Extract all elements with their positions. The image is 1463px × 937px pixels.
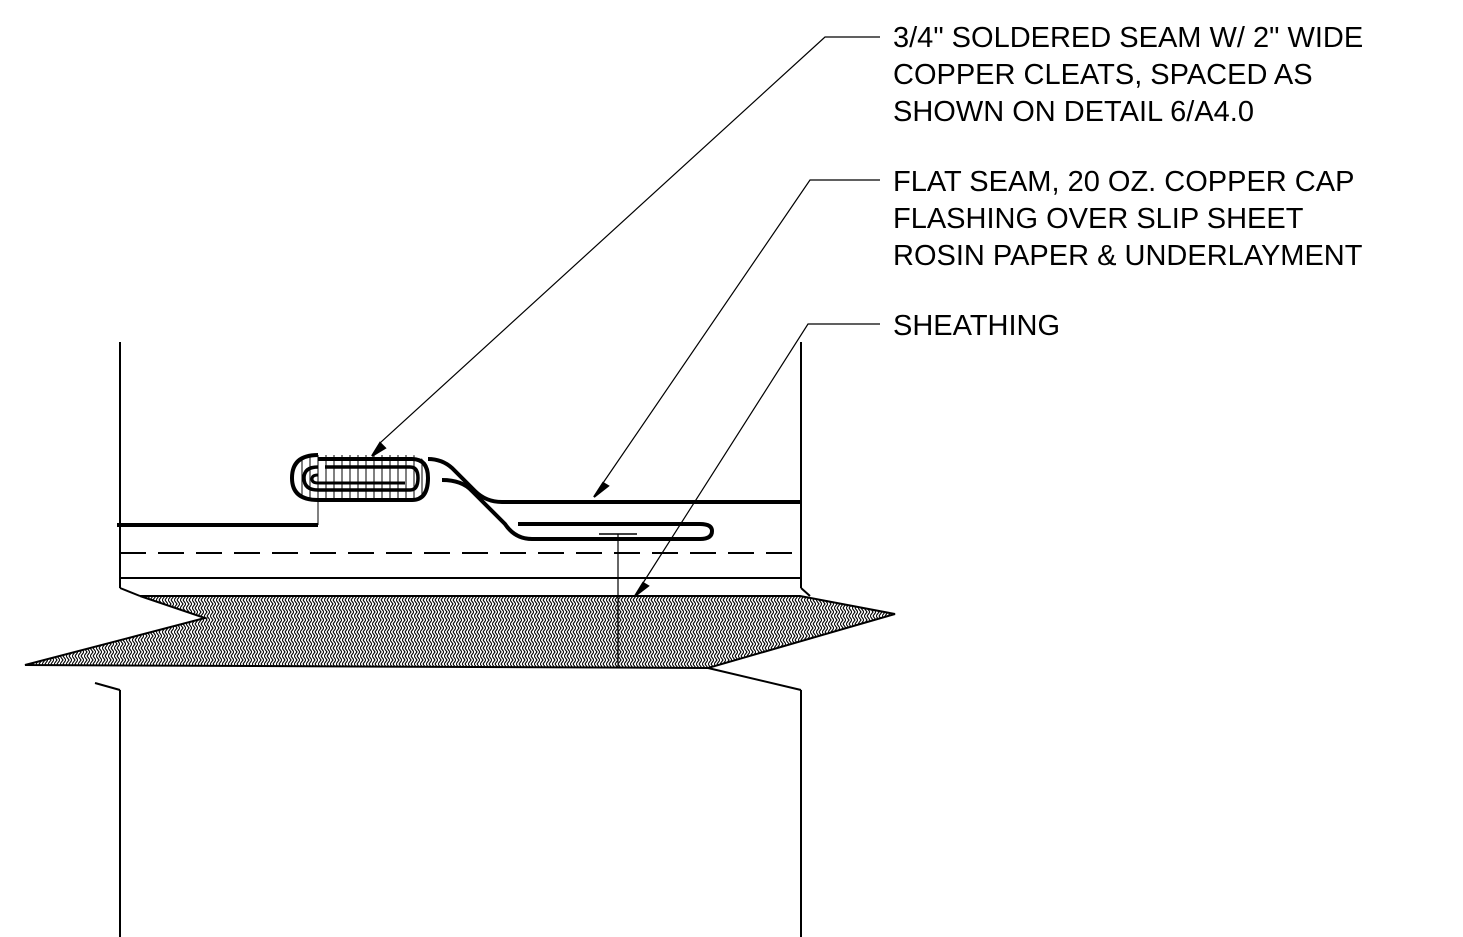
flat-seam-lock xyxy=(441,478,715,541)
leader-soldered-seam xyxy=(371,36,880,457)
callout-line: SHEATHING xyxy=(893,310,1060,342)
callout-line: 3/4" SOLDERED SEAM W/ 2" WIDE xyxy=(893,22,1363,54)
sheathing-board xyxy=(24,595,896,670)
soldered-seam xyxy=(289,453,431,525)
leader-flat-seam xyxy=(593,179,880,498)
callout-line: SHOWN ON DETAIL 6/A4.0 xyxy=(893,96,1254,128)
callout-soldered-seam: 3/4" SOLDERED SEAM W/ 2" WIDE COPPER CLE… xyxy=(893,22,1371,128)
break-line-bottom xyxy=(94,667,802,691)
callout-line: FLAT SEAM, 20 OZ. COPPER CAP xyxy=(893,166,1354,198)
callout-line: FLASHING OVER SLIP SHEET xyxy=(893,203,1304,235)
callout-flat-seam: FLAT SEAM, 20 OZ. COPPER CAP FLASHING OV… xyxy=(893,166,1363,272)
leader-sheathing xyxy=(634,323,880,597)
break-line-top xyxy=(119,587,811,597)
copper-cap-flashing xyxy=(427,457,801,504)
callout-line: ROSIN PAPER & UNDERLAYMENT xyxy=(893,240,1363,272)
callout-sheathing: SHEATHING xyxy=(893,310,1060,342)
callout-line: COPPER CLEATS, SPACED AS xyxy=(893,59,1313,91)
